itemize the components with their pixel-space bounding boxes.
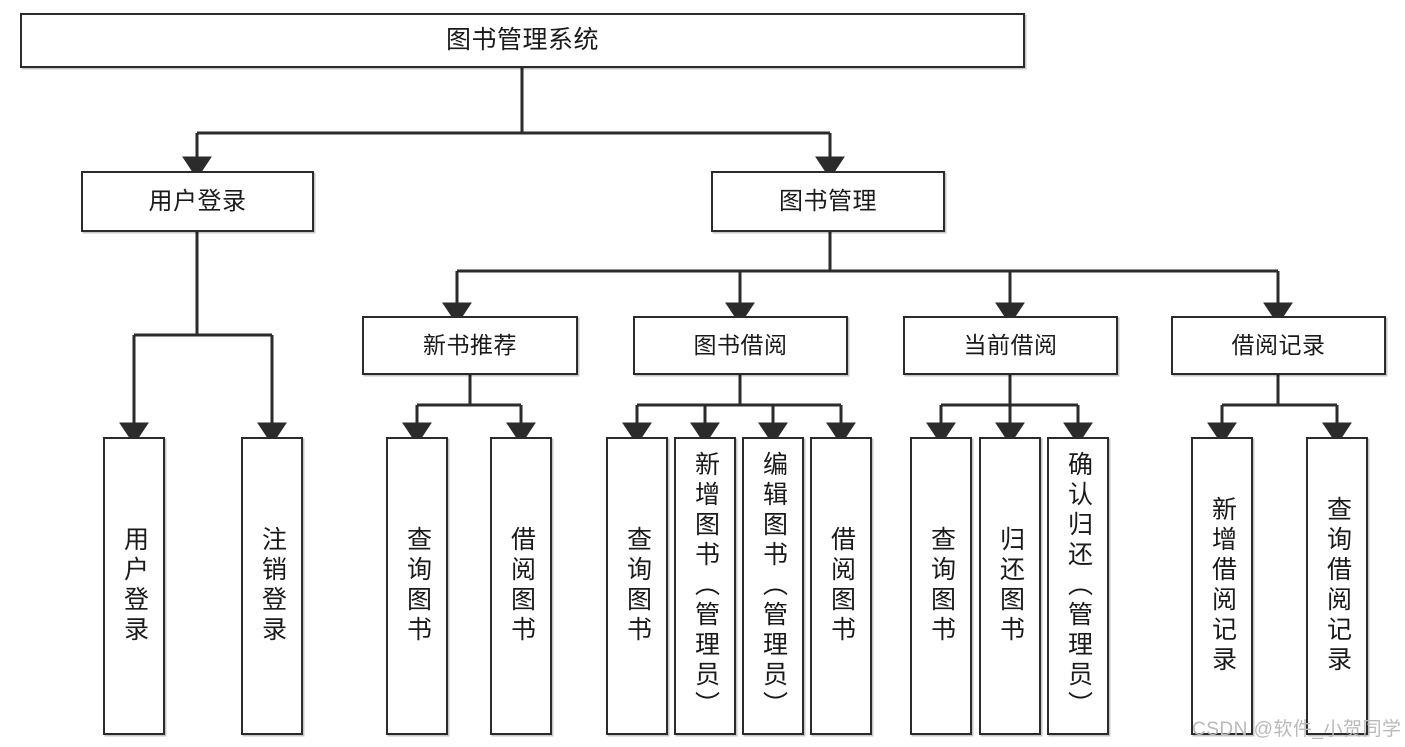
- leaf-borrow-book-recommend[interactable]: 借阅图书: [490, 437, 552, 735]
- node-label: 查询借阅记录: [1323, 496, 1352, 676]
- leaf-query-book-current[interactable]: 查询图书: [910, 437, 972, 735]
- node-borrow-record[interactable]: 借阅记录: [1171, 316, 1386, 375]
- leaf-query-book-borrow[interactable]: 查询图书: [606, 437, 668, 735]
- leaf-user-login[interactable]: 用户登录: [103, 437, 165, 735]
- leaf-edit-book-admin[interactable]: 编辑图书（管理员）: [742, 437, 804, 735]
- leaf-confirm-return-admin[interactable]: 确认归还（管理员）: [1047, 437, 1109, 735]
- leaf-logout[interactable]: 注销登录: [241, 437, 303, 735]
- node-label: 确认归还（管理员）: [1064, 451, 1093, 721]
- watermark-text: CSDN @软件_小贺同学: [1192, 719, 1402, 740]
- node-current-borrow[interactable]: 当前借阅: [903, 316, 1118, 375]
- node-label: 借阅记录: [1231, 332, 1326, 359]
- node-label: 图书管理系统: [445, 26, 599, 55]
- node-user-login[interactable]: 用户登录: [81, 171, 314, 232]
- node-book-management[interactable]: 图书管理: [711, 171, 945, 232]
- node-label: 查询图书: [927, 526, 956, 646]
- leaf-return-book[interactable]: 归还图书: [979, 437, 1041, 735]
- node-label: 归还图书: [996, 526, 1025, 646]
- node-label: 当前借阅: [963, 332, 1058, 359]
- node-label: 新增借阅记录: [1208, 496, 1237, 676]
- leaf-add-borrow-record[interactable]: 新增借阅记录: [1191, 437, 1253, 735]
- node-label: 用户登录: [148, 187, 247, 215]
- node-label: 编辑图书（管理员）: [759, 451, 788, 721]
- node-root-system[interactable]: 图书管理系统: [20, 13, 1025, 68]
- node-label: 查询图书: [403, 526, 432, 646]
- node-label: 用户登录: [120, 526, 149, 646]
- node-label: 借阅图书: [507, 526, 536, 646]
- node-label: 新增图书（管理员）: [691, 451, 720, 721]
- leaf-query-book-recommend[interactable]: 查询图书: [386, 437, 448, 735]
- node-label: 图书借阅: [693, 332, 788, 359]
- node-label: 新书推荐: [423, 332, 517, 359]
- node-label: 图书管理: [779, 187, 877, 215]
- leaf-add-book-admin[interactable]: 新增图书（管理员）: [674, 437, 736, 735]
- node-new-book-recommend[interactable]: 新书推荐: [362, 316, 578, 375]
- node-book-borrow[interactable]: 图书借阅: [633, 316, 848, 375]
- node-label: 注销登录: [258, 526, 287, 646]
- node-label: 查询图书: [623, 526, 652, 646]
- node-label: 借阅图书: [827, 526, 856, 646]
- leaf-query-borrow-record[interactable]: 查询借阅记录: [1306, 437, 1368, 735]
- leaf-borrow-book[interactable]: 借阅图书: [810, 437, 872, 735]
